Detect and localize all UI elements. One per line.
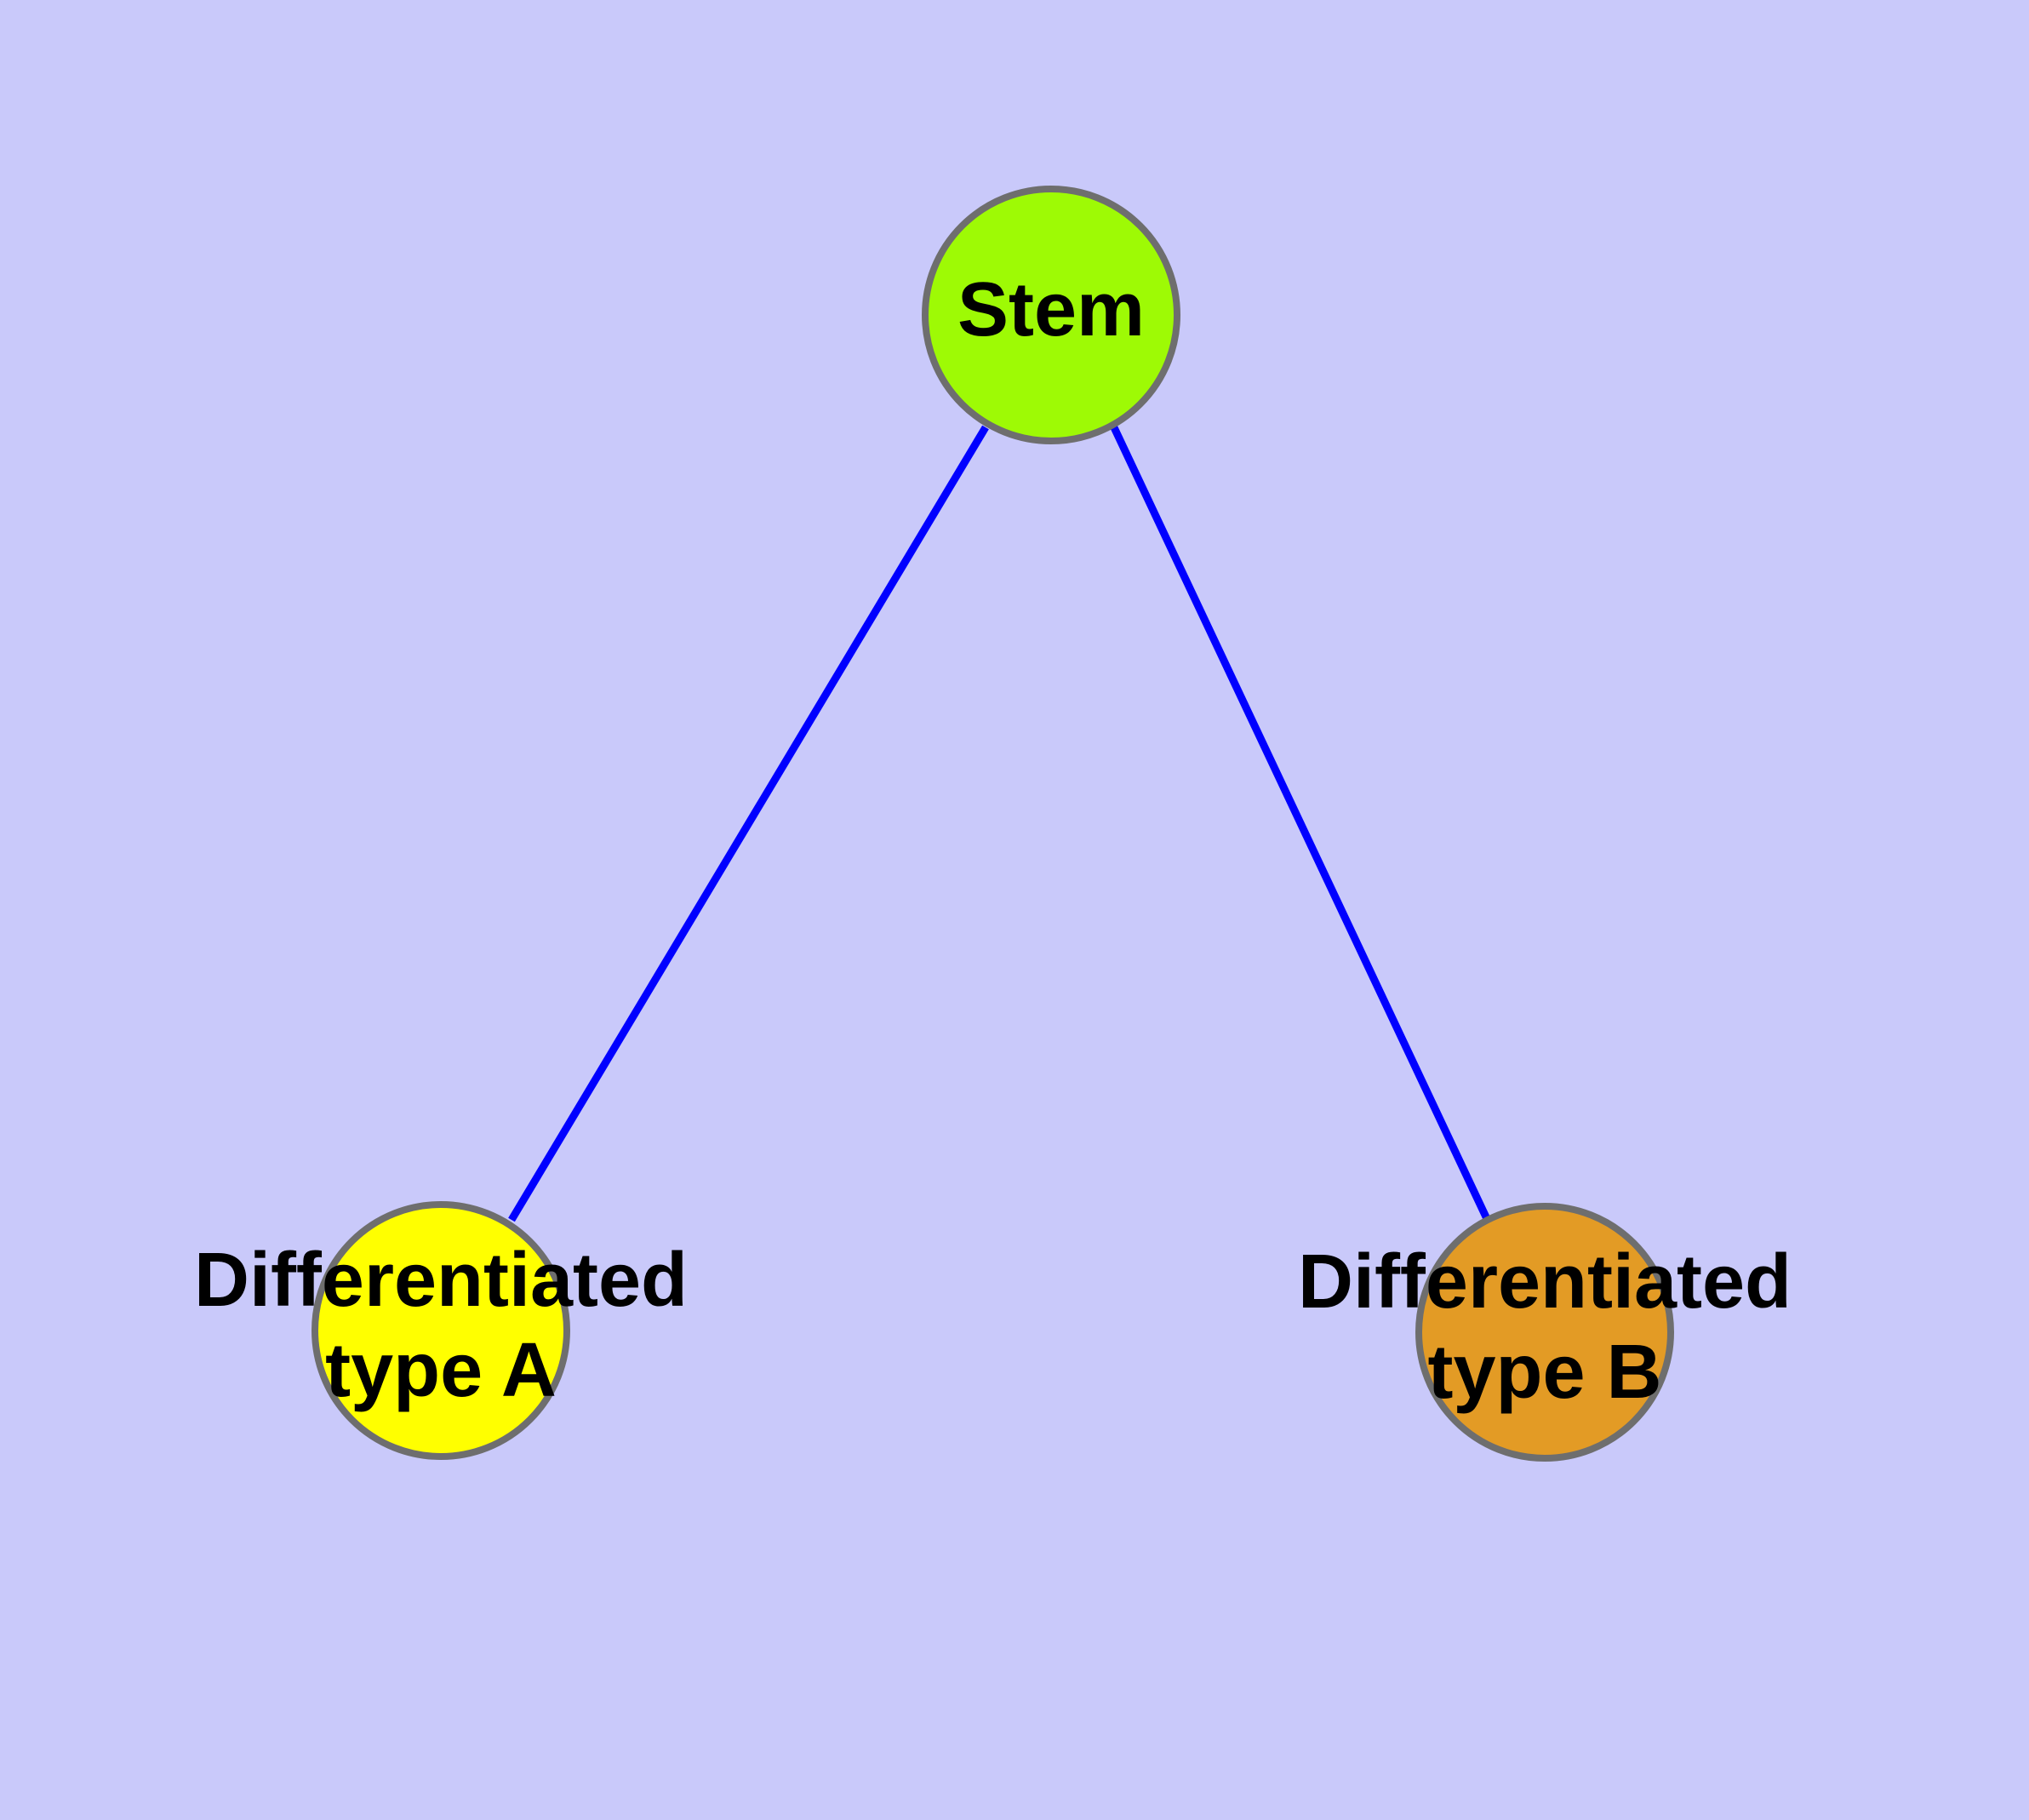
edge-stem-to-differentiated-type-a[interactable]	[508, 425, 989, 1222]
node-stem-circle[interactable]	[922, 186, 1180, 444]
node-differentiated-type-b-circle[interactable]	[1415, 1203, 1674, 1462]
node-stem[interactable]: Stem	[922, 186, 1180, 444]
node-stem-label: Stem	[957, 267, 1145, 352]
node-differentiated-type-a-circle[interactable]	[311, 1201, 570, 1460]
edge-stem-to-differentiated-type-b[interactable]	[1109, 424, 1493, 1224]
edges-layer	[508, 424, 1493, 1224]
